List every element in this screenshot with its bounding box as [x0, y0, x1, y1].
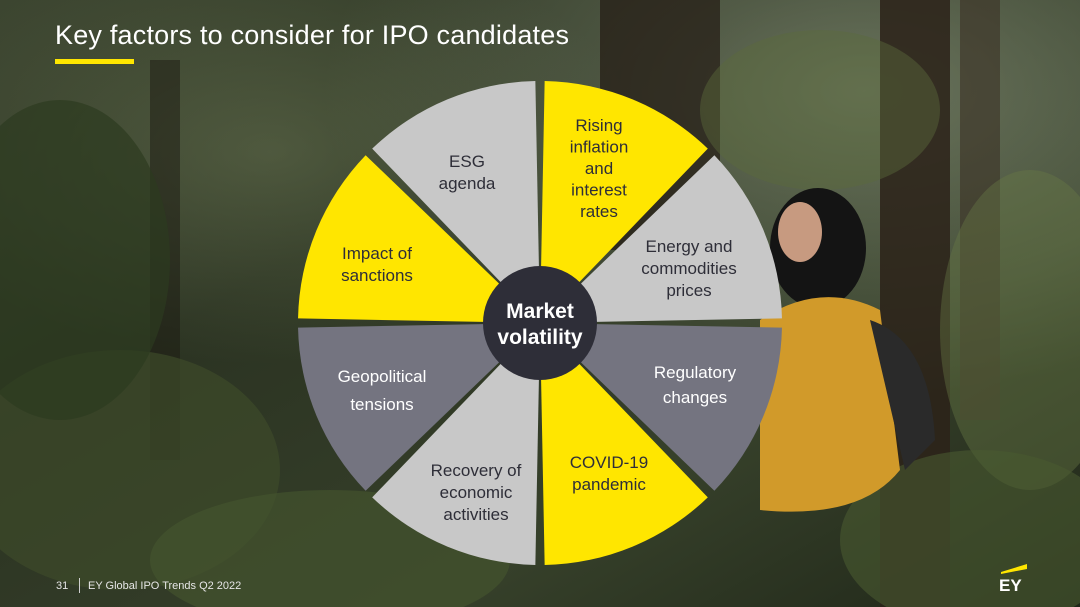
segment-label-regulatory-line-1: Regulatory	[654, 363, 737, 382]
segment-label-energy-line-1: Energy and	[646, 237, 733, 256]
segment-sanctions	[298, 155, 533, 323]
wheel-segments	[298, 81, 782, 565]
slide-title: Key factors to consider for IPO candidat…	[55, 20, 570, 50]
segment-label-energy-line-3: prices	[666, 281, 711, 300]
segment-label-sanctions-line-2: sanctions	[341, 266, 413, 285]
segment-label-energy-line-2: commodities	[641, 259, 736, 278]
segment-covid	[540, 330, 708, 565]
segment-esg	[372, 81, 540, 316]
center-circle	[483, 266, 597, 380]
segment-label-covid-line-2: pandemic	[572, 475, 646, 494]
ey-logo: EY	[999, 564, 1027, 594]
segment-label-sanctions-line-1: Impact of	[342, 244, 412, 263]
hiker-figure	[760, 188, 935, 512]
segment-label-recovery-line-2: economic	[440, 483, 513, 502]
svg-text:EY: EY	[999, 576, 1022, 594]
segment-label-esg-line-2: agenda	[439, 174, 496, 193]
center-label-line-2: volatility	[497, 326, 583, 349]
segment-label-regulatory-line-2: changes	[663, 388, 727, 407]
center-label-line-1: Market	[506, 300, 574, 323]
segment-label-geopolitical-line-2: tensions	[350, 395, 413, 414]
segment-label-recovery-line-3: activities	[443, 505, 508, 524]
segment-regulatory	[547, 323, 782, 491]
segment-label-inflation-line-2: inflation	[570, 138, 629, 157]
footer-divider	[79, 578, 80, 593]
footer-source: EY Global IPO Trends Q2 2022	[88, 580, 242, 592]
title-accent-bar	[55, 59, 134, 64]
segment-label-esg-line-1: ESG	[449, 152, 485, 171]
wheel-center: Market volatility	[483, 266, 597, 380]
segment-label-covid-line-1: COVID-19	[570, 453, 648, 472]
segment-label-inflation-line-3: and	[585, 159, 613, 178]
page-number: 31	[56, 580, 69, 592]
segment-label-recovery-line-1: Recovery of	[431, 461, 522, 480]
segment-geopolitical	[298, 323, 533, 491]
segment-inflation	[540, 81, 708, 316]
segment-label-inflation-line-4: interest	[571, 181, 627, 200]
segment-label-inflation-line-1: Rising	[575, 116, 622, 135]
segment-recovery	[372, 330, 540, 565]
segment-label-inflation-line-5: rates	[580, 202, 618, 221]
segment-label-geopolitical-line-1: Geopolitical	[338, 367, 427, 386]
segment-energy	[547, 155, 782, 323]
